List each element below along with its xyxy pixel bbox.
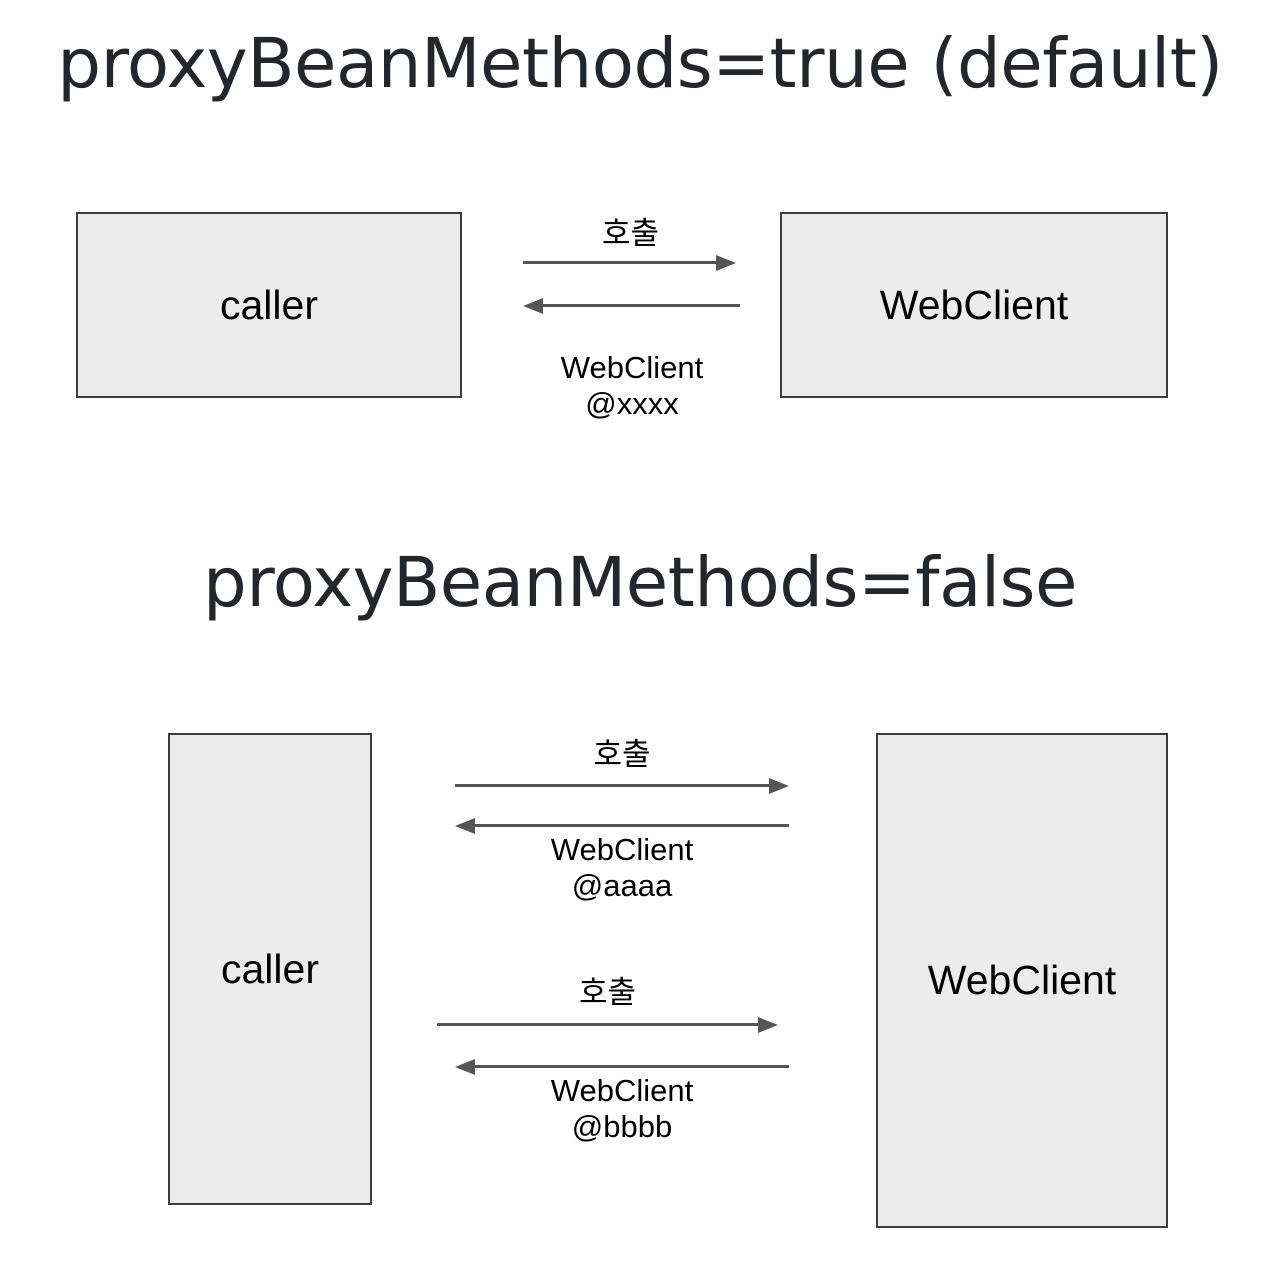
node-label-caller-bottom: caller [221,945,319,992]
node-box-caller-top: caller [76,212,462,398]
arrowhead-left-icon [455,818,475,834]
node-label-webclient-bottom: WebClient [927,957,1117,1003]
arrow-return-left-top [523,295,740,315]
node-box-webclient-bottom: WebClient [876,733,1168,1228]
arrowhead-right-icon [769,778,789,794]
section-title-proxybeanmethods-true: proxyBeanMethods=true (default) [57,24,1223,104]
arrowhead-right-icon [758,1017,778,1033]
arrow-return-left-bottom-1 [455,815,789,835]
edge-label-return-bottom-1: WebClient @aaaa [455,832,789,904]
node-label-webclient-top: WebClient [879,281,1069,328]
edge-label-call-bottom-2: 호출 [578,975,637,1010]
node-label-caller-top: caller [220,281,318,328]
arrowhead-right-icon [716,255,736,271]
arrow-shaft [523,261,717,264]
arrow-shaft [455,784,770,787]
edge-label-return-bottom-1-line1: WebClient [550,832,694,867]
edge-label-call-top: 호출 [601,216,660,251]
arrow-call-right-bottom-1 [455,775,789,795]
section-title-proxybeanmethods-false: proxyBeanMethods=false [203,543,1077,623]
edge-label-return-top-line1: WebClient [560,350,704,385]
node-box-caller-bottom: caller [168,733,372,1205]
arrow-shaft [542,304,740,307]
edge-label-return-top: WebClient @xxxx [512,350,752,422]
edge-label-return-bottom-2-line1: WebClient [550,1073,694,1108]
arrowhead-left-icon [523,298,543,314]
edge-label-return-top-line2: @xxxx [585,385,679,421]
arrow-shaft [474,824,789,827]
arrow-shaft [474,1065,789,1068]
edge-label-return-bottom-1-line2: @aaaa [571,867,673,903]
arrow-return-left-bottom-2 [455,1056,789,1076]
arrow-shaft [437,1023,759,1026]
edge-label-return-bottom-2-line2: @bbbb [571,1108,673,1144]
arrow-call-right-top [523,252,736,272]
arrow-call-right-bottom-2 [437,1014,778,1034]
node-box-webclient-top: WebClient [780,212,1168,398]
arrowhead-left-icon [455,1059,475,1075]
edge-label-return-bottom-2: WebClient @bbbb [455,1073,789,1145]
edge-label-call-bottom-1: 호출 [593,737,651,772]
